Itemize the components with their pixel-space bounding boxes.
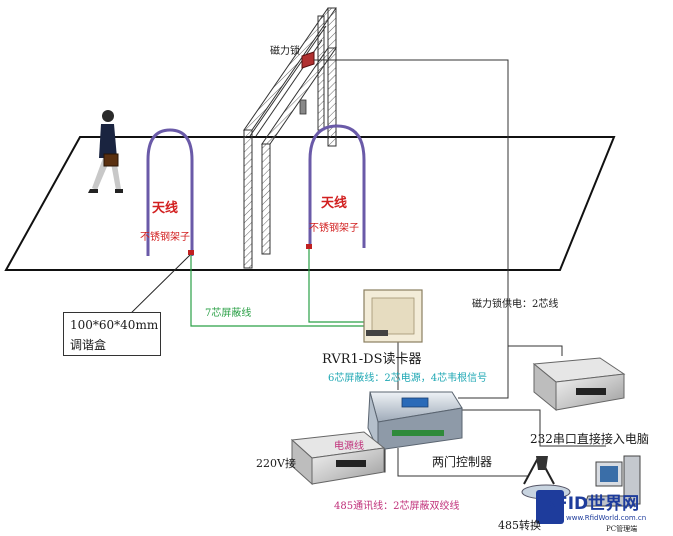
serial-pc-label: 232串口直接接入电脑 <box>530 432 649 446</box>
logo-text: RFID世界网 <box>543 494 640 514</box>
door-frame <box>243 7 337 269</box>
controller-device <box>367 391 463 451</box>
person-figure <box>88 110 123 193</box>
logo-emblem <box>536 490 564 524</box>
maglock-power-label: 磁力锁供电：2芯线 <box>472 299 559 310</box>
power-supply-right <box>532 357 626 412</box>
antenna-left-label: 天线 <box>152 201 179 216</box>
pc-computer <box>583 455 641 507</box>
controller-label: 两门控制器 <box>432 455 493 469</box>
input-220v-label: 220V接 <box>256 457 296 470</box>
frame-left-label: 不锈钢架子 <box>140 232 190 243</box>
antenna-right-label: 天线 <box>321 196 348 211</box>
tuning-box: 100*60*40mm 调谐盒 <box>63 312 161 356</box>
maglock-label: 磁力锁 <box>270 46 300 57</box>
reader-device <box>363 289 423 343</box>
cable-485-label: 485通讯线：2芯屏蔽双绞线 <box>334 501 460 512</box>
antenna-left-loop <box>146 128 194 256</box>
cable-7core-line <box>190 255 368 327</box>
tuning-box-size: 100*60*40mm <box>70 318 159 332</box>
tuning-box-name: 调谐盒 <box>70 338 107 352</box>
cable-7core-label: 7芯屏蔽线 <box>205 308 252 319</box>
pc-caption: PC管理端 <box>606 525 638 533</box>
floor-outline <box>4 136 616 271</box>
cable-6core-label: 6芯屏蔽线：2芯电源，4芯韦根信号 <box>328 373 488 384</box>
antenna-right-loop <box>308 124 366 248</box>
frame-right-label: 不锈钢架子 <box>309 223 359 234</box>
maglock-device <box>301 51 315 69</box>
reader-label: RVR1-DS读卡器 <box>322 352 422 367</box>
maglock-power-line <box>314 59 509 399</box>
power-cable-label: 电源线 <box>334 441 364 452</box>
converter-485-label: 485转换 <box>498 519 541 532</box>
power-supply-left <box>290 431 386 486</box>
logo-url: www.RfidWorld.com.cn <box>566 514 647 522</box>
